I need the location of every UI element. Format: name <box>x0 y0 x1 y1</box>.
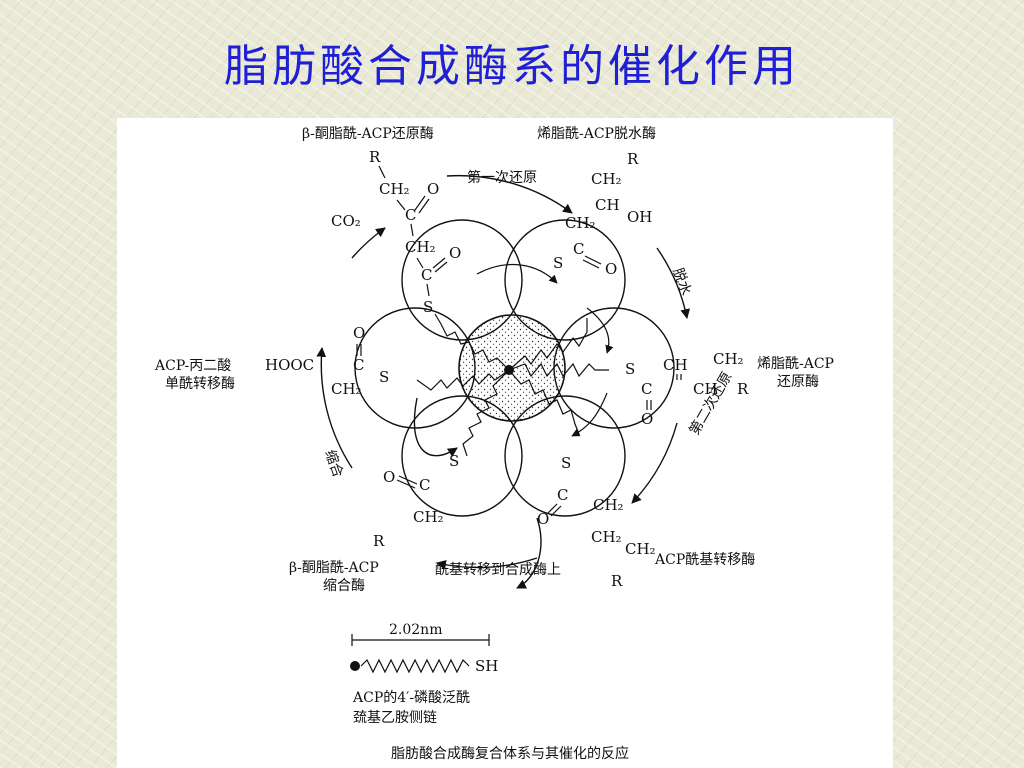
chem-ch2-top-left-2: CH₂ <box>405 238 436 256</box>
chem-s-top-right: S <box>553 254 563 272</box>
chem-s-bottom-left: S <box>449 452 459 470</box>
chem-r-top-left: R <box>369 148 381 166</box>
chem-oh-top-right: OH <box>627 208 652 226</box>
chem-o-top-left-2: O <box>449 244 461 262</box>
chem-ch-right-2: CH <box>693 380 718 398</box>
label-malonyl-transferase-1: ACP-丙二酸 <box>154 358 231 374</box>
label-enoyl-reductase-2: 还原酶 <box>777 374 819 390</box>
chem-o-bottom-left: O <box>383 468 395 486</box>
chem-s-left: S <box>379 368 389 386</box>
label-ketoacyl-synthase-2: 缩合酶 <box>323 578 365 594</box>
chem-o-top-right: O <box>605 260 617 278</box>
figure-caption: 脂肪酸合成酶复合体系与其催化的反应 <box>391 745 629 762</box>
slide-title: 脂肪酸合成酶系的催化作用 <box>224 41 800 92</box>
chem-o-right: O <box>641 410 653 428</box>
chem-ch2-bottom-right-3: CH₂ <box>625 540 656 558</box>
diagram-panel: β-酮脂酰-ACP还原酶 R CH₂ C O CH₂ C O S CO₂ 烯脂酰… <box>117 118 893 768</box>
chem-c-top-left-2: C <box>421 266 432 284</box>
scale-legend: 2.02nm SH ACP的4′-磷酸泛酰 巯基乙胺侧链 <box>350 622 498 726</box>
label-chain-line2: 巯基乙胺侧链 <box>353 709 437 726</box>
label-ketoacyl-reductase: β-酮脂酰-ACP还原酶 <box>302 126 434 142</box>
chem-ch-top-right: CH <box>595 196 620 214</box>
label-chain-line1: ACP的4′-磷酸泛酰 <box>352 690 470 706</box>
chem-ch2-right: CH₂ <box>713 350 744 368</box>
chem-ch-right: CH <box>663 356 688 374</box>
label-ketoacyl-synthase-1: β-酮脂酰-ACP <box>289 560 379 576</box>
chem-o-top-left: O <box>427 180 439 198</box>
chem-r-bottom-left: R <box>373 532 385 550</box>
chem-s-bottom-right: S <box>561 454 571 472</box>
label-dehydration: 脱水 <box>669 266 694 298</box>
chem-c-right: C <box>641 380 652 398</box>
chem-hooc: HOOC <box>265 356 314 374</box>
label-first-reduction: 第一次还原 <box>467 169 537 186</box>
chem-o-left: O <box>353 324 365 342</box>
chem-c-left: C <box>353 356 364 374</box>
label-enoyl-reductase-1: 烯脂酰-ACP <box>757 356 834 372</box>
label-hydroxyacyl-dehydratase: 烯脂酰-ACP脱水酶 <box>537 126 656 142</box>
fatty-acid-synthase-diagram: β-酮脂酰-ACP还原酶 R CH₂ C O CH₂ C O S CO₂ 烯脂酰… <box>154 126 834 762</box>
acp-side-chains <box>416 313 609 457</box>
chem-r-right: R <box>737 380 749 398</box>
chem-ch2-bottom-right: CH₂ <box>593 496 624 514</box>
label-malonyl-transferase-2: 单酰转移酶 <box>165 376 235 392</box>
transfer-arrow-to-synthase <box>516 517 542 589</box>
transfer-arrow <box>413 397 458 457</box>
label-scale: 2.02nm <box>389 622 442 638</box>
chem-ch2-bottom-left: CH₂ <box>413 508 444 526</box>
internal-arrow-top <box>476 263 558 284</box>
chem-c-top-left: C <box>405 206 416 224</box>
chem-c-bottom-left: C <box>419 476 430 494</box>
chem-c-top-right: C <box>573 240 584 258</box>
label-transfer-to-synthase: 酰基转移到合成酶上 <box>435 561 561 578</box>
chem-ch2-bottom-right-2: CH₂ <box>591 528 622 546</box>
chem-ch2-top-left: CH₂ <box>379 180 410 198</box>
internal-arrow-bottom-right <box>571 392 608 437</box>
chem-ch2-top-right: CH₂ <box>591 170 622 188</box>
chem-o-bottom-right: O <box>537 510 549 528</box>
chem-co2: CO₂ <box>331 212 361 230</box>
reaction-cycle-arrows <box>316 174 691 570</box>
label-acyl-transferase: ACP酰基转移酶 <box>654 551 755 568</box>
label-condensation: 缩合 <box>321 448 346 480</box>
chem-s-top-left: S <box>423 298 433 316</box>
internal-arrow-right <box>586 307 614 354</box>
chem-sh: SH <box>475 657 498 675</box>
chem-r-top-right: R <box>627 150 639 168</box>
chem-ch2-left: CH₂ <box>331 380 362 398</box>
chem-c-bottom-right: C <box>557 486 568 504</box>
chem-ch2-top-right-2: CH₂ <box>565 214 596 232</box>
chem-r-bottom-right: R <box>611 572 623 590</box>
chem-s-right: S <box>625 360 635 378</box>
